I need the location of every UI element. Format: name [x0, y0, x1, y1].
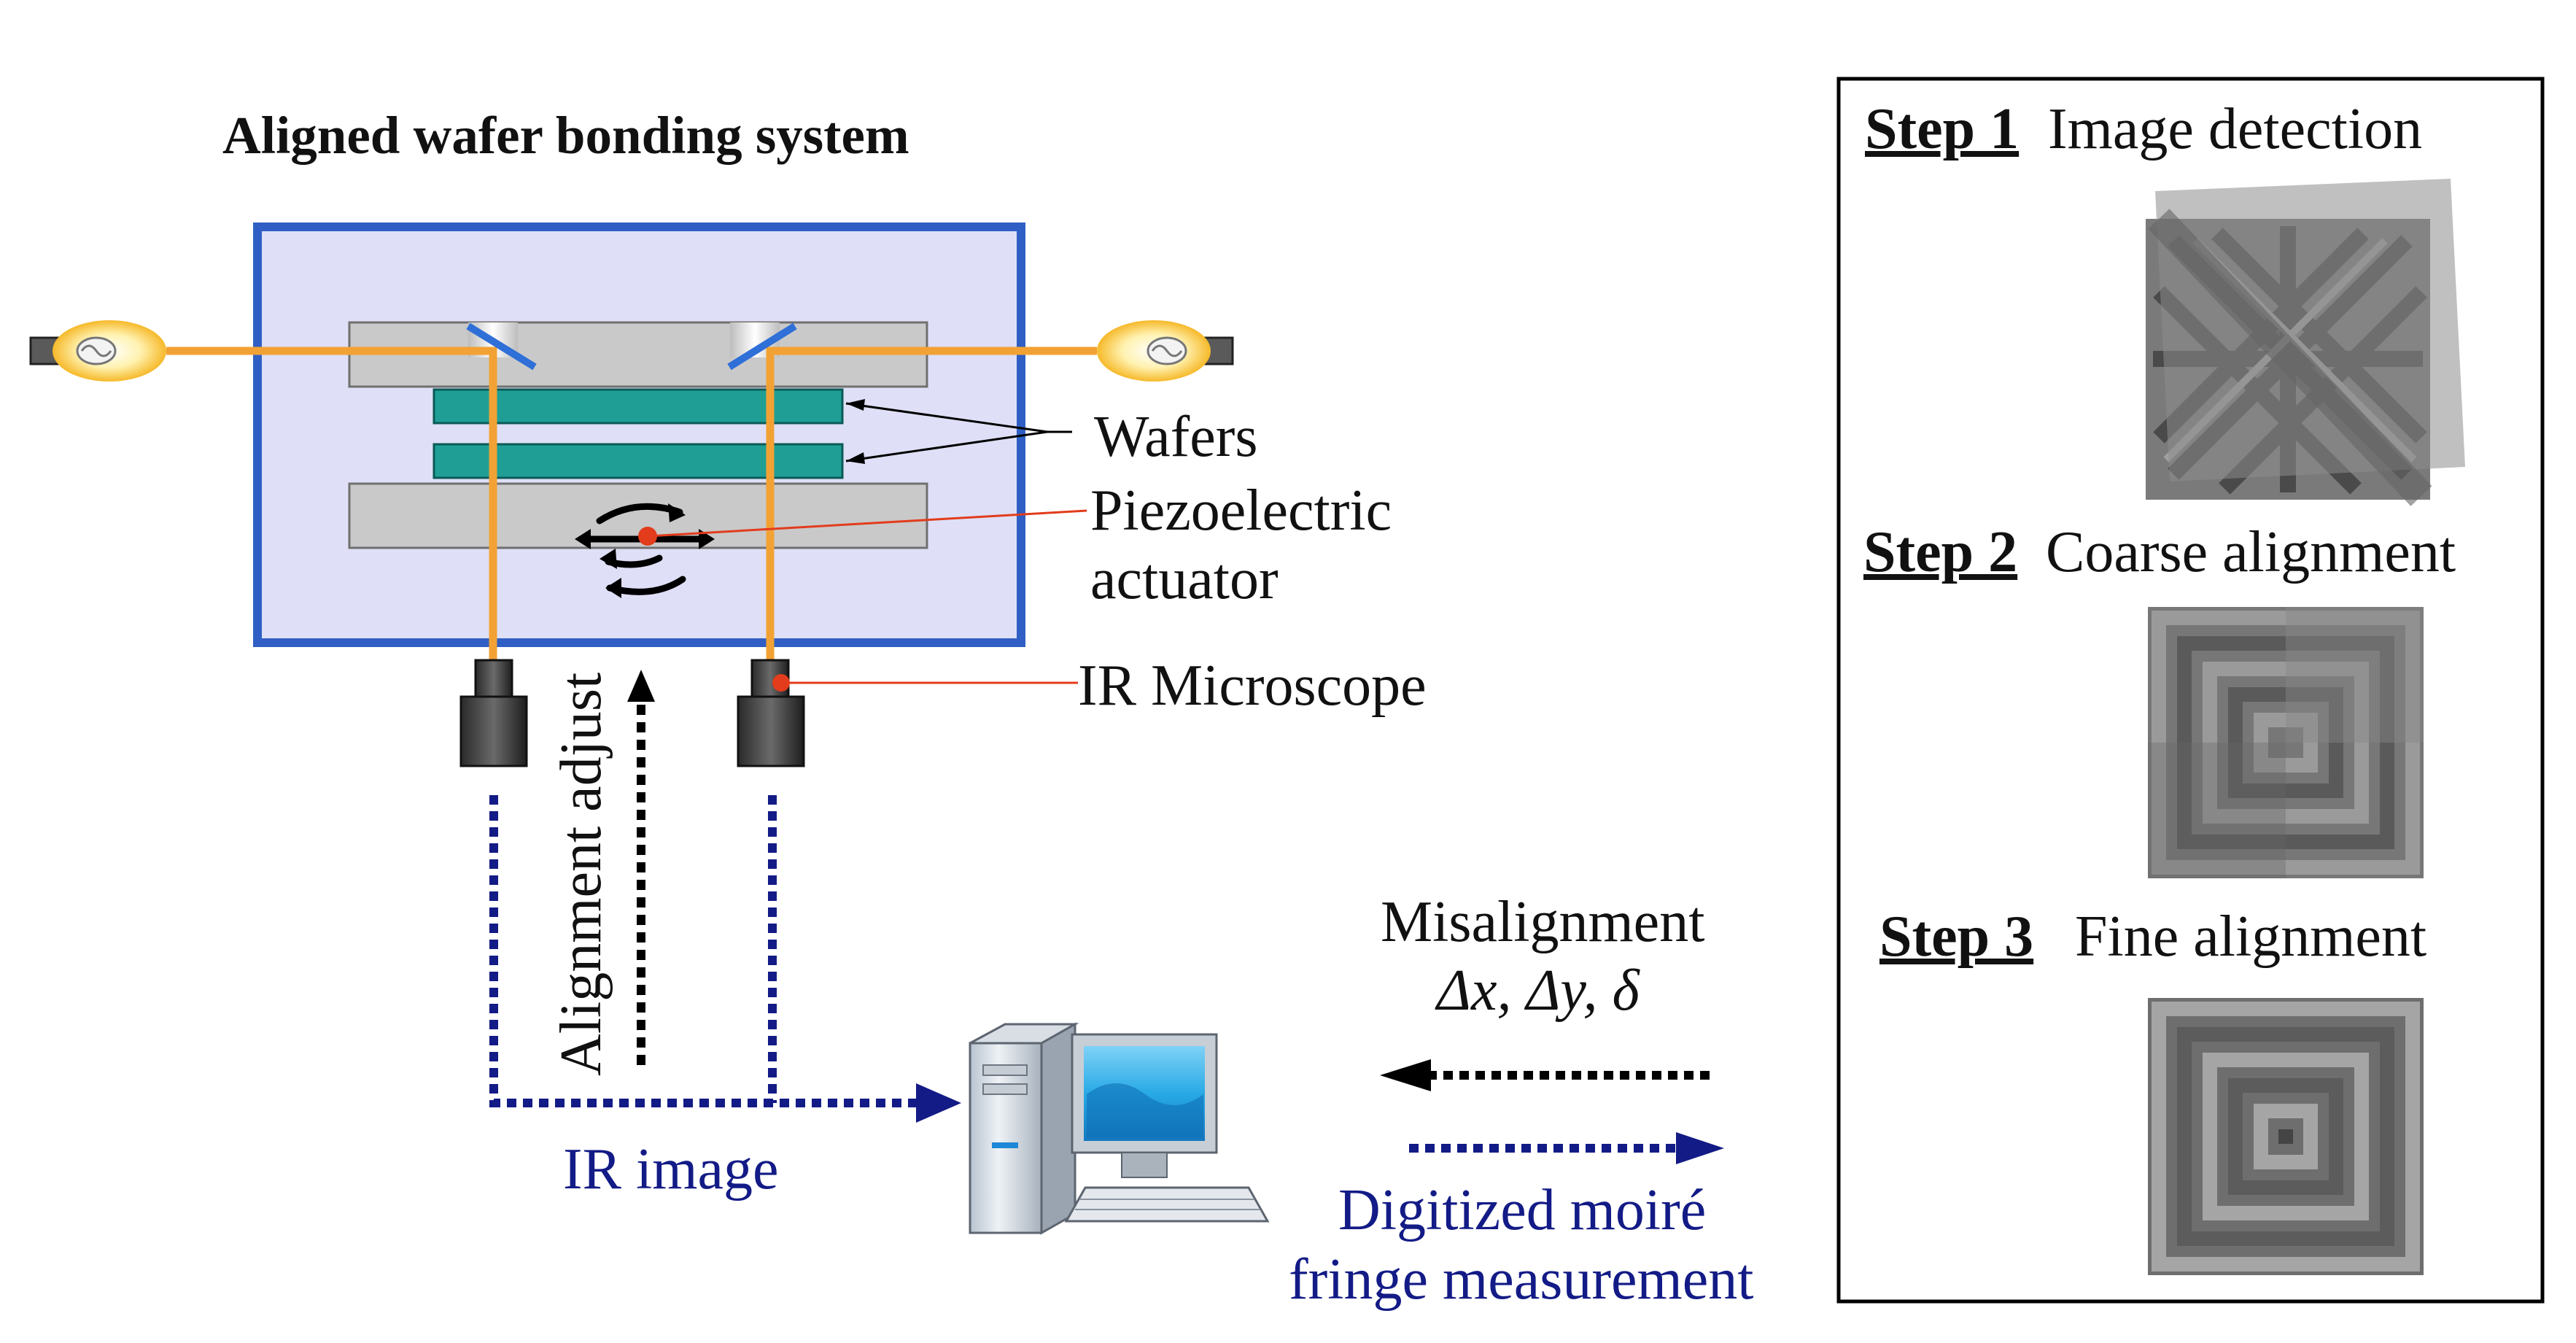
step2-moire-image — [2148, 607, 2424, 878]
diagram-title: Aligned wafer bonding system — [222, 106, 909, 165]
light-bulb-icon — [1097, 320, 1234, 382]
piezo-label-line1: Piezoelectric — [1090, 479, 1392, 543]
label-pointers — [638, 399, 1087, 692]
wafer-bottom — [432, 443, 844, 479]
bonding-chamber — [253, 222, 1025, 647]
mirror-right — [727, 322, 797, 371]
step2-number: Step 2 — [1863, 520, 2017, 584]
piezo-label-line2: actuator — [1090, 547, 1279, 611]
step1-number: Step 1 — [1865, 97, 2019, 161]
wafer-top — [432, 388, 844, 425]
ir-microscope-icon — [737, 659, 805, 767]
ir-microscope-label: IR Microscope — [1078, 654, 1427, 718]
misalignment-label-line2: Δx, Δy, δ — [1435, 959, 1641, 1023]
step3-moire-image — [2148, 998, 2424, 1275]
misalignment-label-line1: Misalignment — [1381, 890, 1704, 954]
light-bulb-icon — [29, 320, 166, 382]
ir-signal-paths — [489, 795, 920, 1107]
step3-title: Fine alignment — [2075, 905, 2426, 969]
alignment-adjust-label: Alignment adjust — [549, 673, 613, 1076]
ir-signal-arrowhead — [916, 1083, 961, 1123]
ir-microscope-icon — [459, 659, 528, 767]
step1-moire-image — [2146, 179, 2465, 506]
wafers-label: Wafers — [1094, 405, 1258, 469]
ir-image-label: IR image — [563, 1137, 778, 1201]
digitized-label-line1: Digitized moiré — [1338, 1178, 1706, 1242]
computer-icon — [969, 1022, 1270, 1235]
step3-number: Step 3 — [1879, 905, 2033, 969]
step1-title: Image detection — [2048, 97, 2422, 161]
digitized-label-line2: fringe measurement — [1289, 1247, 1754, 1312]
mirror-left — [466, 322, 537, 371]
optical-beams — [166, 347, 1097, 667]
step2-title: Coarse alignment — [2046, 520, 2456, 584]
